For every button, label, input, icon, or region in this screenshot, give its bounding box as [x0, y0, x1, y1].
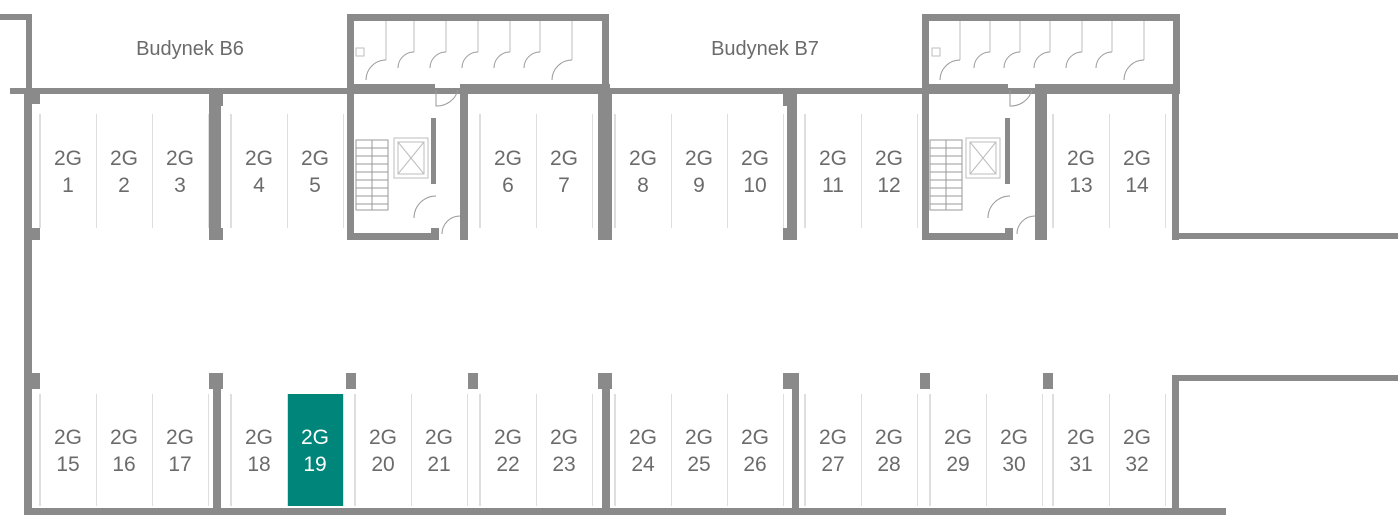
parking-spot-area[interactable] — [672, 394, 727, 506]
parking-spot-area[interactable] — [862, 114, 917, 228]
parking-spot-5[interactable]: 2G5 — [288, 114, 343, 228]
parking-spot-area[interactable] — [232, 114, 287, 228]
parking-spot-3[interactable]: 2G3 — [153, 114, 208, 228]
b7-core-details — [929, 21, 1145, 235]
parking-spot-area[interactable] — [97, 394, 152, 506]
b6-core-details — [355, 21, 573, 235]
parking-spot-2[interactable]: 2G2 — [97, 114, 152, 228]
parking-spot-7[interactable]: 2G7 — [537, 114, 592, 228]
parking-spot-area[interactable] — [806, 114, 861, 228]
parking-spot-area[interactable] — [1110, 114, 1165, 228]
parking-spot-area[interactable] — [537, 394, 592, 506]
parking-spot-4[interactable]: 2G4 — [232, 114, 287, 228]
parking-spot-area[interactable] — [987, 394, 1042, 506]
parking-spot-area[interactable] — [931, 394, 986, 506]
parking-spot-area[interactable] — [537, 114, 592, 228]
parking-spot-area[interactable] — [153, 394, 208, 506]
building-label-b7: Budynek B7 — [711, 38, 819, 60]
parking-spot-area[interactable] — [481, 394, 536, 506]
parking-spot-area[interactable] — [616, 394, 671, 506]
parking-spot-area[interactable] — [672, 114, 727, 228]
parking-spot-area[interactable] — [288, 114, 343, 228]
parking-spot-area[interactable] — [412, 394, 467, 506]
parking-spot-area[interactable] — [41, 394, 96, 506]
parking-spot-area[interactable] — [481, 114, 536, 228]
parking-spot-1[interactable]: 2G1 — [41, 114, 96, 228]
parking-spot-area[interactable] — [616, 114, 671, 228]
parking-spot-area[interactable] — [153, 114, 208, 228]
parking-spot-area[interactable] — [862, 394, 917, 506]
parking-spot-6[interactable]: 2G6 — [481, 114, 536, 228]
walls — [0, 14, 1398, 515]
parking-spot-area[interactable] — [288, 394, 343, 506]
parking-spot-area[interactable] — [1054, 394, 1109, 506]
parking-spot-area[interactable] — [1110, 394, 1165, 506]
parking-spot-area[interactable] — [728, 114, 783, 228]
parking-spot-area[interactable] — [97, 114, 152, 228]
parking-spot-area[interactable] — [356, 394, 411, 506]
parking-spot-area[interactable] — [728, 394, 783, 506]
parking-spot-8[interactable]: 2G8 — [616, 114, 671, 228]
parking-spot-9[interactable]: 2G9 — [672, 114, 727, 228]
parking-spot-area[interactable] — [41, 114, 96, 228]
parking-spot-area[interactable] — [806, 394, 861, 506]
parking-spot-area[interactable] — [232, 394, 287, 506]
parking-spot-area[interactable] — [1054, 114, 1109, 228]
building-label-b6: Budynek B6 — [136, 38, 244, 60]
